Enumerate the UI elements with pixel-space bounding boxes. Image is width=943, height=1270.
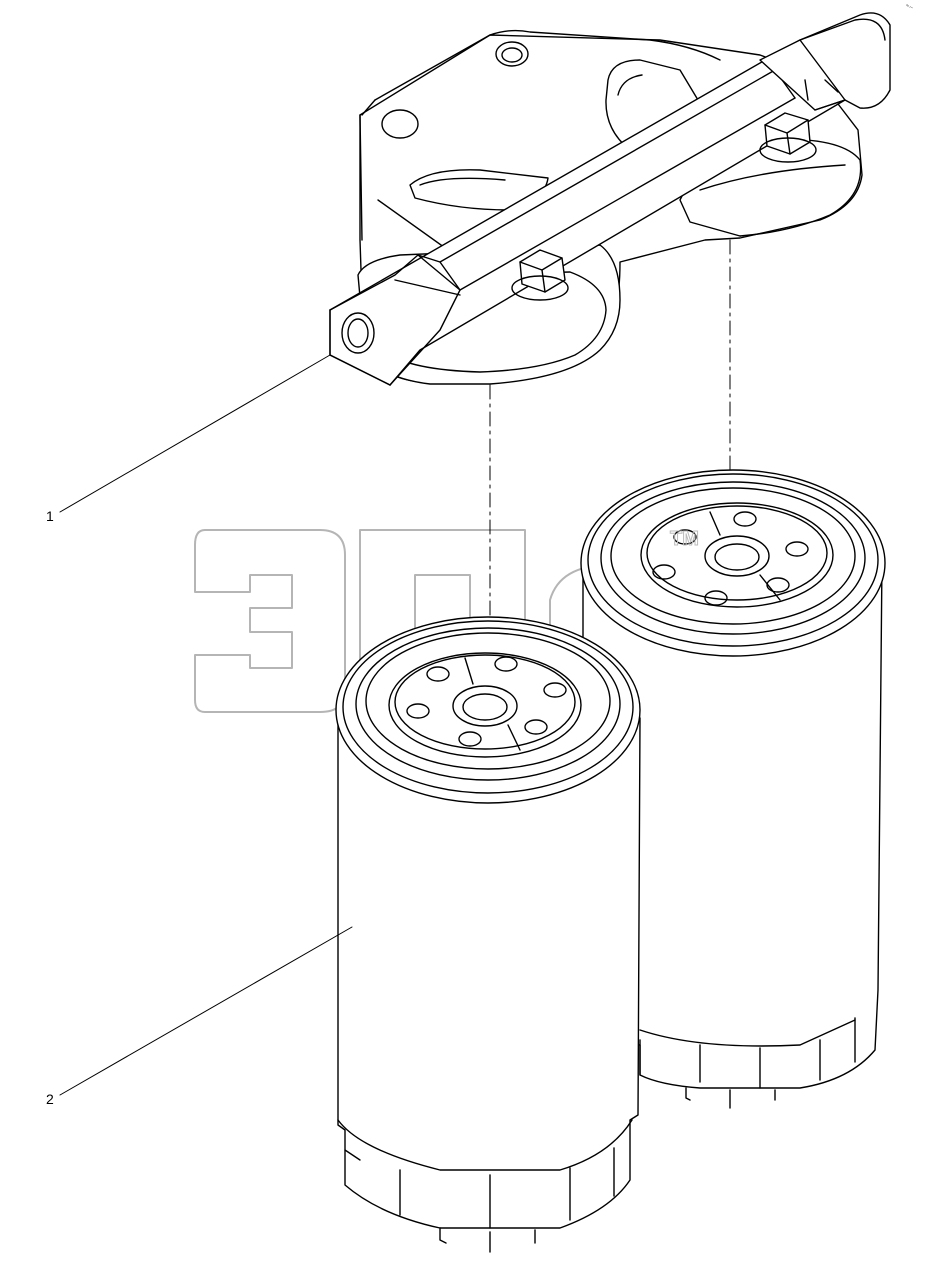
leader-line-1 — [59, 354, 331, 513]
mounting-bolt — [759, 112, 817, 163]
filter-cartridge-front — [335, 616, 641, 1253]
mount-hole-front — [381, 109, 419, 139]
watermark-trademark: TM — [670, 528, 700, 551]
filter-cartridge-rear — [580, 469, 886, 1109]
leader-line-2 — [59, 926, 353, 1096]
mount-hole-rear — [495, 41, 529, 67]
filter-head — [329, 12, 891, 386]
callout-number-1: 1 — [46, 508, 54, 524]
tube-port — [341, 312, 375, 354]
callout-number-2: 2 — [46, 1091, 54, 1107]
mounting-bolt — [511, 249, 569, 301]
